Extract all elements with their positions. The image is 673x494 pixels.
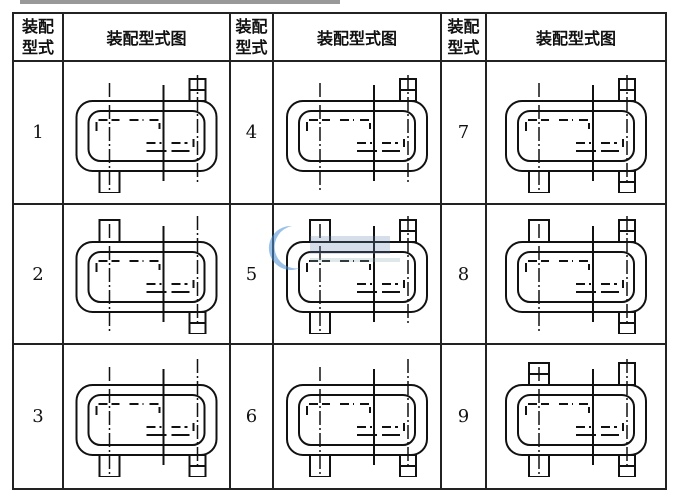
- assembly-diagram: [75, 358, 218, 477]
- housing-inner: [517, 393, 635, 446]
- assembly-type-number: 1: [12, 60, 64, 205]
- shaft-box-bottom-left: [98, 453, 121, 477]
- assembly-diagram: [505, 358, 647, 477]
- assembly-type-number: 9: [440, 343, 487, 490]
- shaft-box-top-left: [98, 219, 121, 243]
- header-type: 装配型式: [440, 12, 487, 62]
- assembly-diagram: [505, 74, 647, 193]
- gear-train-lower: [146, 422, 195, 431]
- header-row: 装配型式 装配型式图 装配型式 装配型式图 装配型式 装配型式图: [12, 12, 667, 62]
- housing-inner: [87, 393, 206, 446]
- assembly-diagram: [75, 216, 218, 334]
- assembly-diagram: [286, 358, 428, 477]
- gear-train-lower: [357, 280, 405, 288]
- assembly-type-number: 5: [229, 203, 274, 345]
- shaft-box-top-left: [528, 219, 550, 243]
- housing-inner: [517, 251, 635, 303]
- header-figure: 装配型式图: [62, 12, 231, 62]
- housing-outer: [286, 99, 428, 172]
- header-type: 装配型式: [12, 12, 64, 62]
- assembly-figure-cell: [62, 343, 231, 490]
- assembly-diagram: [286, 74, 428, 191]
- assembly-figure-cell: [62, 60, 231, 205]
- gear-train-upper: [306, 118, 371, 131]
- header-type: 装配型式: [229, 12, 274, 62]
- shaft-box-bottom-left: [309, 311, 331, 334]
- table-row: 3 6 9: [12, 343, 667, 490]
- housing-outer: [505, 99, 647, 172]
- assembly-figure-cell: [62, 203, 231, 345]
- housing-outer: [286, 241, 428, 313]
- shaft-box-top-right: [618, 361, 636, 386]
- gear-train-lower: [576, 138, 624, 147]
- housing-inner: [298, 393, 416, 446]
- shaft-box-top-left: [309, 219, 331, 243]
- assembly-diagram: [505, 216, 647, 334]
- gear-train-upper: [525, 118, 590, 131]
- housing-outer: [505, 383, 647, 456]
- assembly-figure-cell: [485, 203, 667, 345]
- gear-train-upper: [95, 260, 161, 272]
- assembly-figure-cell: [272, 343, 442, 490]
- housing-inner: [87, 251, 206, 303]
- housing-inner: [87, 109, 206, 162]
- watermark-logo: [268, 225, 400, 270]
- assembly-figure-cell: [272, 60, 442, 205]
- gear-train-upper: [95, 402, 161, 415]
- gear-train-upper: [525, 402, 590, 415]
- table-row: 2 5 8: [12, 203, 667, 345]
- assembly-type-number: 2: [12, 203, 64, 345]
- assembly-figure-cell: [485, 343, 667, 490]
- gear-train-upper: [306, 260, 371, 272]
- table-row: 1 4 7: [12, 60, 667, 205]
- gear-train-lower: [146, 280, 195, 288]
- shaft-box-bottom-left: [528, 169, 550, 193]
- housing-outer: [75, 99, 218, 172]
- assembly-type-number: 8: [440, 203, 487, 345]
- assembly-type-number: 3: [12, 343, 64, 490]
- gear-train-upper: [306, 402, 371, 415]
- gear-train-upper: [525, 260, 590, 272]
- header-figure: 装配型式图: [485, 12, 667, 62]
- assembly-diagram: [75, 74, 218, 193]
- cropped-text-line: [20, 0, 340, 4]
- housing-outer: [505, 241, 647, 313]
- assembly-type-number: 7: [440, 60, 487, 205]
- assembly-diagram: [286, 216, 428, 334]
- shaft-box-bottom-left: [98, 169, 121, 193]
- housing-outer: [286, 383, 428, 456]
- shaft-box-bottom-left: [528, 453, 550, 477]
- housing-outer: [75, 383, 218, 456]
- header-figure: 装配型式图: [272, 12, 442, 62]
- gear-train-lower: [576, 422, 624, 431]
- gear-train-lower: [357, 422, 405, 431]
- gear-train-lower: [576, 280, 624, 288]
- housing-inner: [298, 251, 416, 303]
- housing-inner: [298, 109, 416, 162]
- housing-outer: [75, 241, 218, 313]
- shaft-box-bottom-left: [309, 453, 331, 477]
- assembly-figure-cell: [485, 60, 667, 205]
- gear-train-lower: [357, 138, 405, 147]
- housing-inner: [517, 109, 635, 162]
- gear-train-lower: [146, 138, 195, 147]
- assembly-figure-cell: [272, 203, 442, 345]
- assembly-type-number: 6: [229, 343, 274, 490]
- assembly-type-number: 4: [229, 60, 274, 205]
- gear-train-upper: [95, 118, 161, 131]
